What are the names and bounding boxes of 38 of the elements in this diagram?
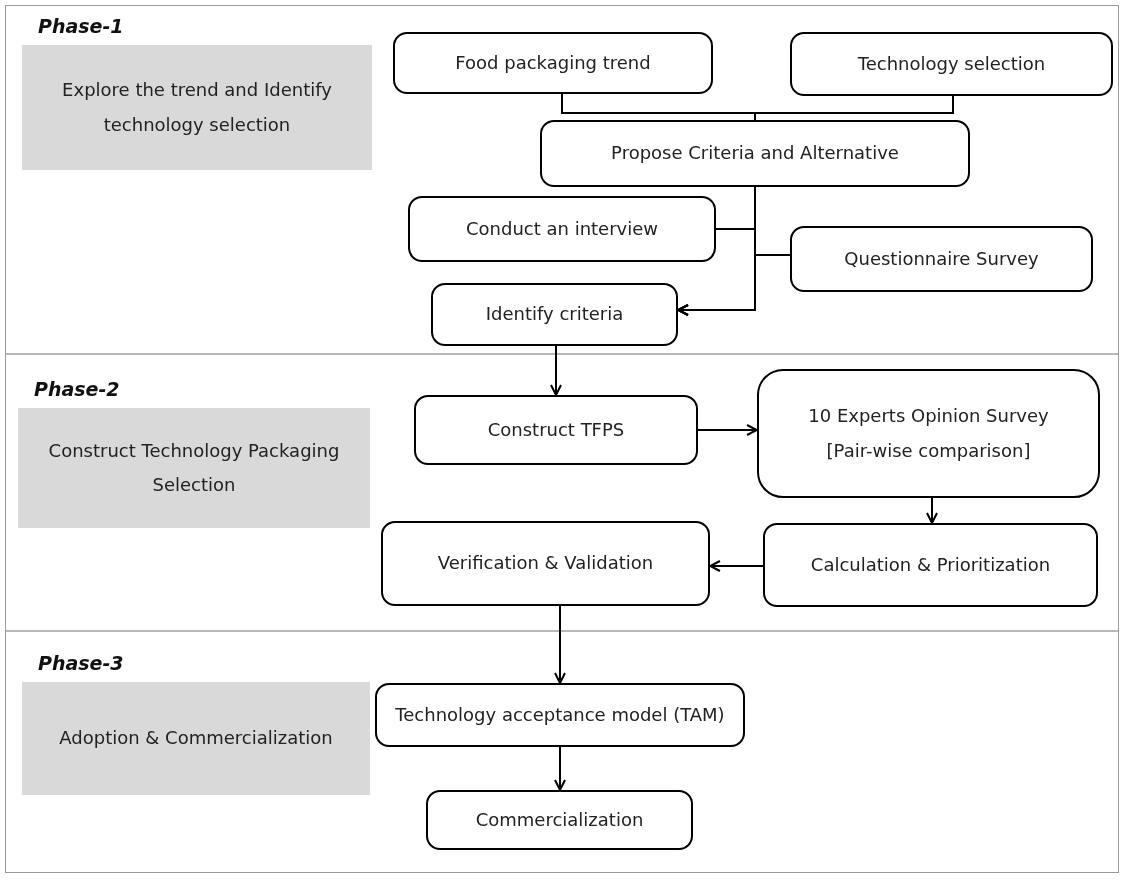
- process-box: [375, 683, 745, 747]
- phase-heading: Phase-1: [38, 15, 124, 37]
- process-box: [381, 521, 710, 606]
- process-box: [540, 120, 970, 187]
- step-label: Commercialization: [475, 807, 644, 832]
- phase-heading: Phase-3: [38, 652, 124, 674]
- step-label: Verification & Validation: [437, 551, 654, 576]
- step-label: Identify criteria: [485, 302, 624, 327]
- phase-heading: Phase-2: [34, 378, 120, 400]
- process-box: [414, 395, 698, 465]
- process-box: [790, 32, 1113, 96]
- step-label: [Pair-wise comparison]: [826, 438, 1031, 463]
- step-label: Food packaging trend: [455, 50, 651, 75]
- step-label: Calculation & Prioritization: [810, 552, 1051, 577]
- process-box: [393, 32, 713, 94]
- process-box: [763, 523, 1098, 607]
- step-label: Propose Criteria and Alternative: [611, 141, 899, 166]
- phase-description: Adoption & Commercialization: [59, 726, 333, 751]
- step-label: Questionnaire Survey: [844, 246, 1039, 271]
- process-box: [426, 790, 693, 850]
- process-box: [757, 369, 1100, 498]
- step-label: Conduct an interview: [465, 216, 659, 241]
- connector-arrow: [554, 605, 566, 684]
- connector-arrow: [709, 560, 764, 572]
- connector-arrow: [677, 254, 791, 316]
- step-label: Construct TFPS: [487, 417, 625, 442]
- connector-arrow: [697, 424, 758, 436]
- process-box: [790, 226, 1093, 292]
- process-box: [431, 283, 678, 346]
- connector-arrow: [926, 497, 938, 524]
- phase-description: Construct Technology Packaging Selection: [47, 438, 341, 497]
- step-label: Technology acceptance model (TAM): [395, 702, 725, 727]
- process-box: [408, 196, 716, 262]
- step-label: 10 Experts Opinion Survey: [808, 404, 1049, 429]
- connector-arrow: [554, 746, 566, 791]
- step-label: Technology selection: [857, 51, 1046, 76]
- connector-arrow: [550, 345, 562, 396]
- phase-description: Explore the trend and Identify technology selection: [61, 78, 333, 137]
